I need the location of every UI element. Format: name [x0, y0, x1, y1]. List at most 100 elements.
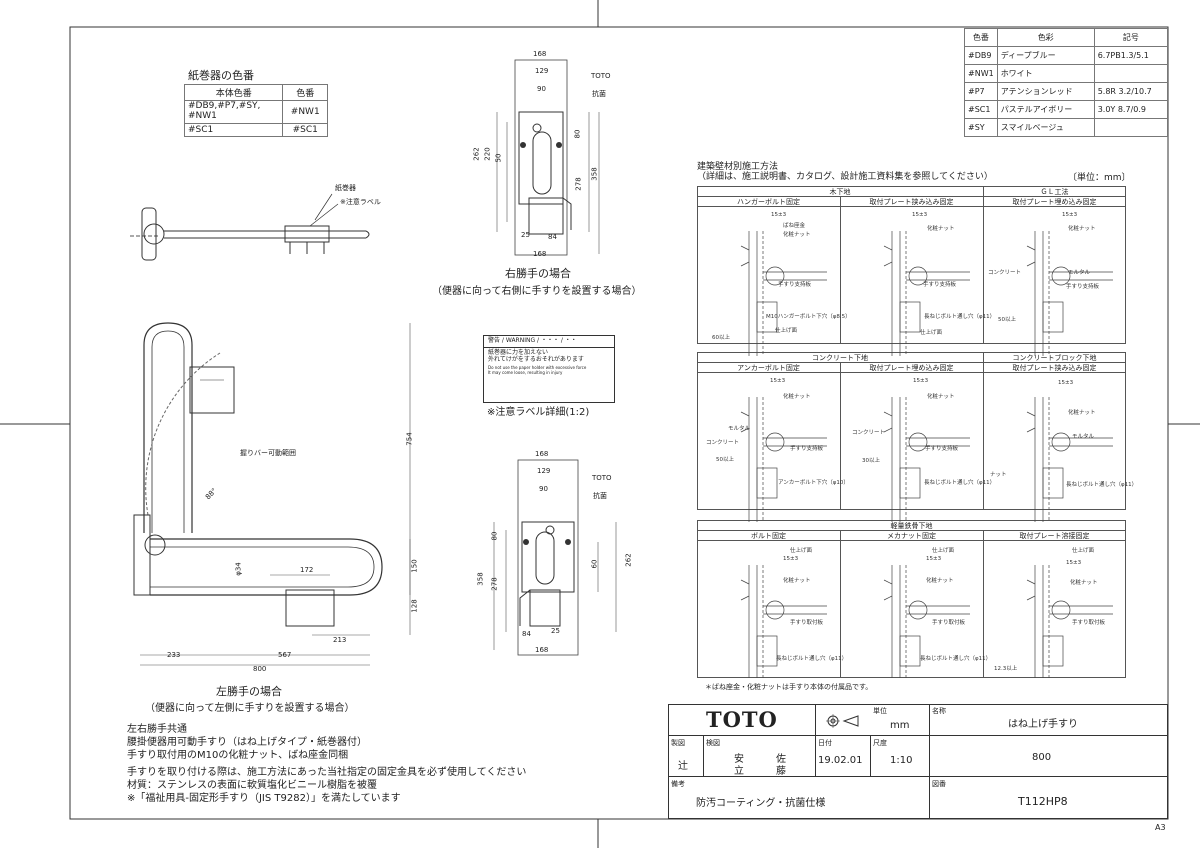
- method-header: アンカーボルト固定: [737, 364, 800, 372]
- tb-dwg-label: 図番: [932, 780, 946, 788]
- section-divider: [697, 196, 1126, 197]
- callout: 化粧ナット: [783, 232, 811, 238]
- warning-heading: 警告 / WARNING / ・・・ / ・・: [488, 337, 577, 344]
- rh-dim-278: 278: [574, 177, 583, 191]
- callout: 15±3: [913, 378, 929, 384]
- section-concrete: [697, 352, 1126, 510]
- tb-remarks-label: 備考: [671, 780, 685, 788]
- tb-check-value: 立: [734, 766, 744, 777]
- section-steel-name: 軽量鉄骨下地: [890, 522, 933, 530]
- callout: 化粧ナット: [1068, 226, 1096, 232]
- callout: モルタル: [1068, 270, 1091, 276]
- lv-dim-90: 90: [539, 485, 548, 493]
- method-header: 取付プレート埋め込み固定: [869, 364, 954, 372]
- callout: 化粧ナット: [1068, 410, 1096, 416]
- callout: 手すり支持板: [925, 446, 959, 452]
- callout: 15±3: [926, 556, 942, 562]
- note-line: 手すり取付用のM10の化粧ナット、ばね座金同梱: [127, 750, 349, 761]
- construction-detail: [740, 397, 827, 522]
- tb-drawn-label: 製図: [671, 739, 685, 747]
- method-header: 取付プレート溶接固定: [1019, 532, 1090, 540]
- rh-dim-168: 168: [533, 50, 547, 58]
- note-line: ※「福祉用具-固定形手すり（JIS T9282）」を満たしています: [127, 793, 401, 804]
- rh-dim-90: 90: [537, 85, 546, 93]
- tb-check-value: 佐: [776, 754, 786, 765]
- construction-detail: [740, 565, 827, 678]
- lh-dim-172: 172: [300, 566, 314, 574]
- toto-logo: TOTO: [706, 707, 778, 732]
- callout: 手すり支持板: [1066, 284, 1100, 290]
- note-line: 腰掛便器用可動手すり（はね上げタイプ・紙巻器付）: [127, 737, 367, 748]
- callout: 長ねじボルト通し穴（φ11）: [1066, 482, 1138, 488]
- col-divider: [840, 196, 841, 344]
- construction-details: [740, 231, 1113, 678]
- paper-holder-title: 紙巻器の色番: [188, 69, 254, 82]
- callout: 化粧ナット: [927, 394, 955, 400]
- callout: 手すり支持板: [923, 282, 957, 288]
- callout: 15±3: [1058, 380, 1074, 386]
- construction-detail: [883, 231, 970, 356]
- construction-footnote: ＊ばね座金・化粧ナットは手すり本体の付属品です。: [705, 683, 873, 691]
- note-line: 材質：ステンレスの表面に軟質塩化ビニール樹脂を被覆: [127, 780, 377, 791]
- lh-dim-754: 754: [405, 432, 414, 446]
- rh-tag-antibacterial: 抗菌: [592, 90, 606, 98]
- tb-scale-label: 尺度: [873, 739, 887, 747]
- lv-dim-25: 25: [551, 627, 560, 635]
- lv-dim-80: 80: [490, 531, 499, 541]
- tb-size-value: 800: [1032, 752, 1052, 763]
- lv-dim-262: 262: [624, 553, 633, 567]
- right-hand-caption: 右勝手の場合: [505, 267, 571, 280]
- col-divider: [983, 186, 984, 344]
- construction-subtitle: （詳細は、施工説明書、カタログ、設計施工資料集を参照してください）: [697, 172, 993, 182]
- lv-dim-358: 358: [476, 572, 485, 586]
- callout: 30以上: [862, 458, 880, 464]
- lh-dim-233: 233: [167, 651, 181, 659]
- construction-detail: [1026, 565, 1113, 678]
- method-header: 取付プレート挟み込み固定: [869, 198, 954, 206]
- method-header: 取付プレート挟み込み固定: [1012, 364, 1097, 372]
- left-hand-subcaption: （便器に向って左側に手すりを設置する場合）: [145, 703, 355, 714]
- tb-unit-value: mm: [890, 720, 910, 731]
- tb-name-value: はね上げ手すり: [1008, 719, 1078, 730]
- callout: 仕上げ面: [920, 330, 943, 336]
- callout: ナット: [990, 472, 1007, 478]
- paper-holder-table: 本体色番色番 #DB9,#P7,#SY, #NW1#NW1 #SC1#SC1: [183, 84, 328, 137]
- rh-dim-25: 25: [521, 231, 530, 239]
- section-wood: [697, 186, 1126, 344]
- callout: ばね座金: [783, 223, 806, 229]
- right-hand-drawing: [496, 59, 600, 256]
- rh-dim-84: 84: [548, 233, 557, 241]
- note-line: 左右勝手共通: [127, 724, 187, 735]
- section-concrete-name: コンクリート下地: [812, 354, 868, 362]
- callout: 手すり取付板: [790, 620, 824, 626]
- caution-label-callout: ※注意ラベル: [340, 198, 381, 206]
- callout: 15±3: [1066, 560, 1082, 566]
- section-block-name: コンクリートブロック下地: [1012, 354, 1097, 362]
- rh-dim-80: 80: [573, 129, 582, 139]
- lv-dim-168b: 168: [535, 646, 549, 654]
- lh-dim-phi: φ34: [234, 562, 243, 576]
- tb-scale-value: 1:10: [890, 755, 913, 766]
- lh-dim-150: 150: [410, 559, 419, 573]
- construction-unit: 〔単位：mm〕: [1068, 173, 1131, 183]
- callout: 仕上げ面: [775, 328, 798, 334]
- callout: 長ねじボルト通し穴（φ11）: [924, 480, 996, 486]
- callout: 15±3: [770, 378, 786, 384]
- color-table-header: 色番 色彩 記号: [964, 28, 1169, 47]
- callout: 50以上: [998, 317, 1016, 323]
- tb-check-value: 安: [734, 754, 744, 765]
- section-divider: [697, 206, 1126, 207]
- tb-unit-label: 単位: [873, 707, 887, 715]
- col-divider: [983, 352, 984, 510]
- callout: 長ねじボルト通し穴（φ11）: [776, 656, 848, 662]
- section-divider: [697, 540, 1126, 541]
- method-header: ハンガーボルト固定: [737, 198, 800, 206]
- callout: 化粧ナット: [926, 578, 954, 584]
- callout: 化粧ナット: [927, 226, 955, 232]
- warning-divider: [484, 347, 614, 348]
